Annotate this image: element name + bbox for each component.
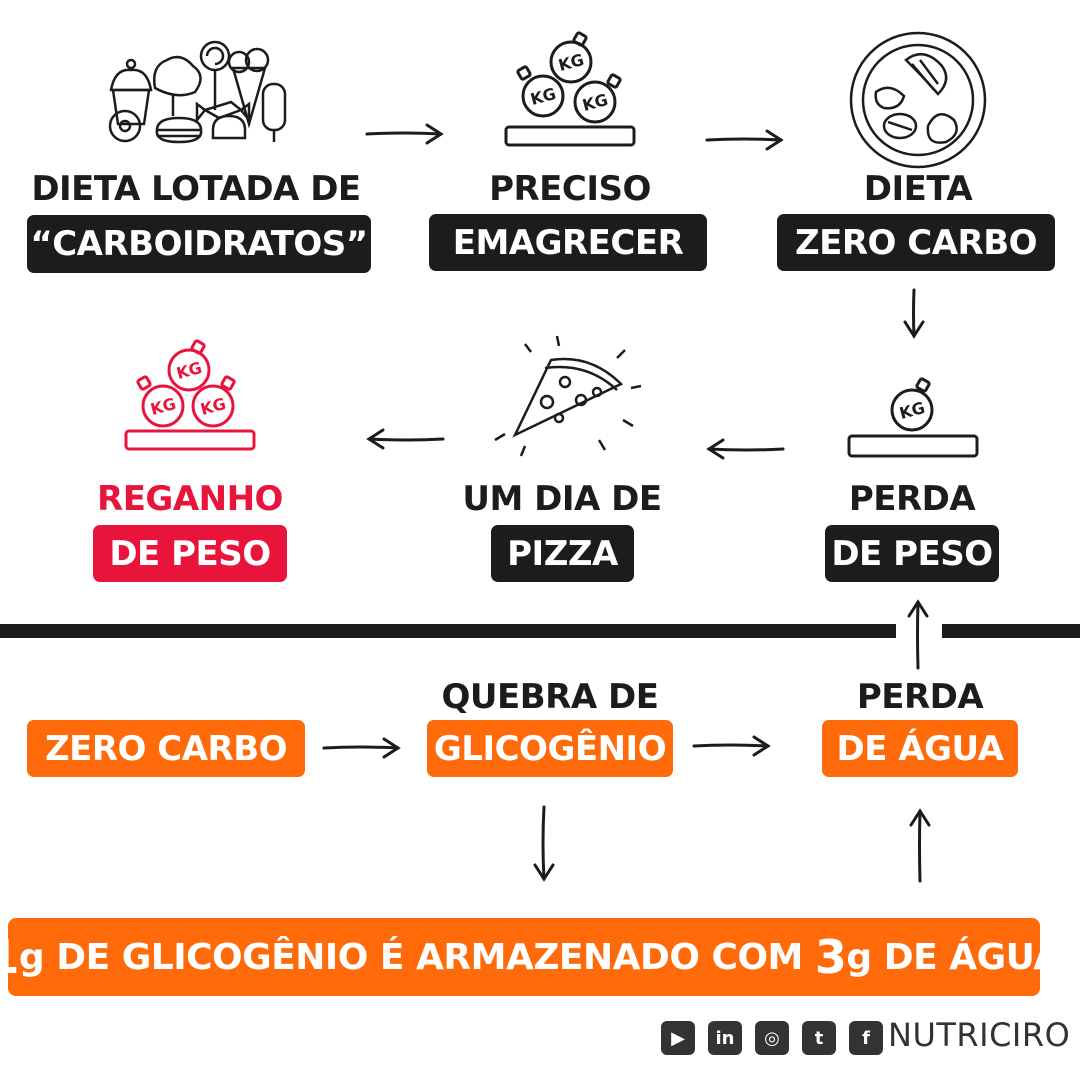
svg-text:KG: KG (148, 394, 178, 419)
svg-text:KG: KG (556, 50, 586, 75)
step-label: UM DIA DE (462, 479, 662, 519)
arrow-left-icon (366, 428, 445, 450)
step-label: DIETA LOTADA DE (31, 169, 361, 209)
arrow-up-icon (907, 599, 929, 670)
arrow-down-icon (533, 805, 555, 882)
arrow-up-icon (909, 808, 931, 883)
step-badge: DE PESO (825, 525, 999, 582)
arrow-down-icon (903, 288, 925, 339)
arrow-right-icon (322, 737, 401, 759)
step-badge: PIZZA (491, 525, 634, 582)
banner-text: DE ÁGUA (871, 936, 1061, 978)
facebook-icon[interactable]: f (849, 1021, 883, 1055)
svg-text:KG: KG (528, 84, 558, 109)
step-label: PERDA (848, 479, 976, 519)
step-label: PERDA (856, 677, 984, 717)
step-label: QUEBRA DE (441, 677, 659, 717)
svg-text:KG: KG (897, 398, 927, 423)
divider-line (0, 624, 896, 638)
linkedin-icon[interactable]: in (708, 1021, 742, 1055)
svg-text:KG: KG (580, 90, 610, 115)
arrow-right-icon (705, 129, 784, 151)
arrow-left-icon (706, 438, 785, 460)
arrow-right-icon (692, 735, 771, 757)
svg-text:KG: KG (174, 358, 204, 383)
water-badge: DE ÁGUA (822, 720, 1018, 777)
weights-red-icon: KG KG KG (124, 339, 256, 451)
arrow-right-icon (365, 123, 444, 145)
svg-text:KG: KG (198, 394, 228, 419)
banner-text: DE GLICOGÊNIO É ARMAZENADO COM (44, 936, 815, 978)
single-weight-icon: KG (847, 377, 979, 458)
banner-number: 3 (814, 930, 847, 984)
weights-icon: KG KG KG (504, 31, 636, 147)
glycogen-badge: GLICOGÊNIO (427, 720, 673, 777)
instagram-icon[interactable]: ◎ (755, 1021, 789, 1055)
step-label: REGANHO (97, 479, 283, 519)
sweets-icon (108, 40, 287, 144)
plate-icon (849, 31, 987, 169)
brand-name: NUTRICIRO (888, 1016, 1071, 1054)
zero-carb-badge: ZERO CARBO (27, 720, 305, 777)
banner-unit: g (18, 936, 45, 978)
step-badge: EMAGRECER (429, 214, 707, 271)
step-label: DIETA (863, 169, 973, 209)
step-badge: “CARBOIDRATOS” (27, 215, 371, 273)
banner-unit: g (846, 936, 872, 978)
banner-number: 1 (0, 930, 19, 984)
twitter-icon[interactable]: t (802, 1021, 836, 1055)
step-label: PRECISO (489, 169, 651, 209)
step-badge: ZERO CARBO (777, 214, 1055, 271)
youtube-icon[interactable]: ▶ (661, 1021, 695, 1055)
pizza-icon (494, 335, 642, 457)
divider-line (942, 624, 1080, 638)
step-badge: DE PESO (93, 525, 287, 582)
